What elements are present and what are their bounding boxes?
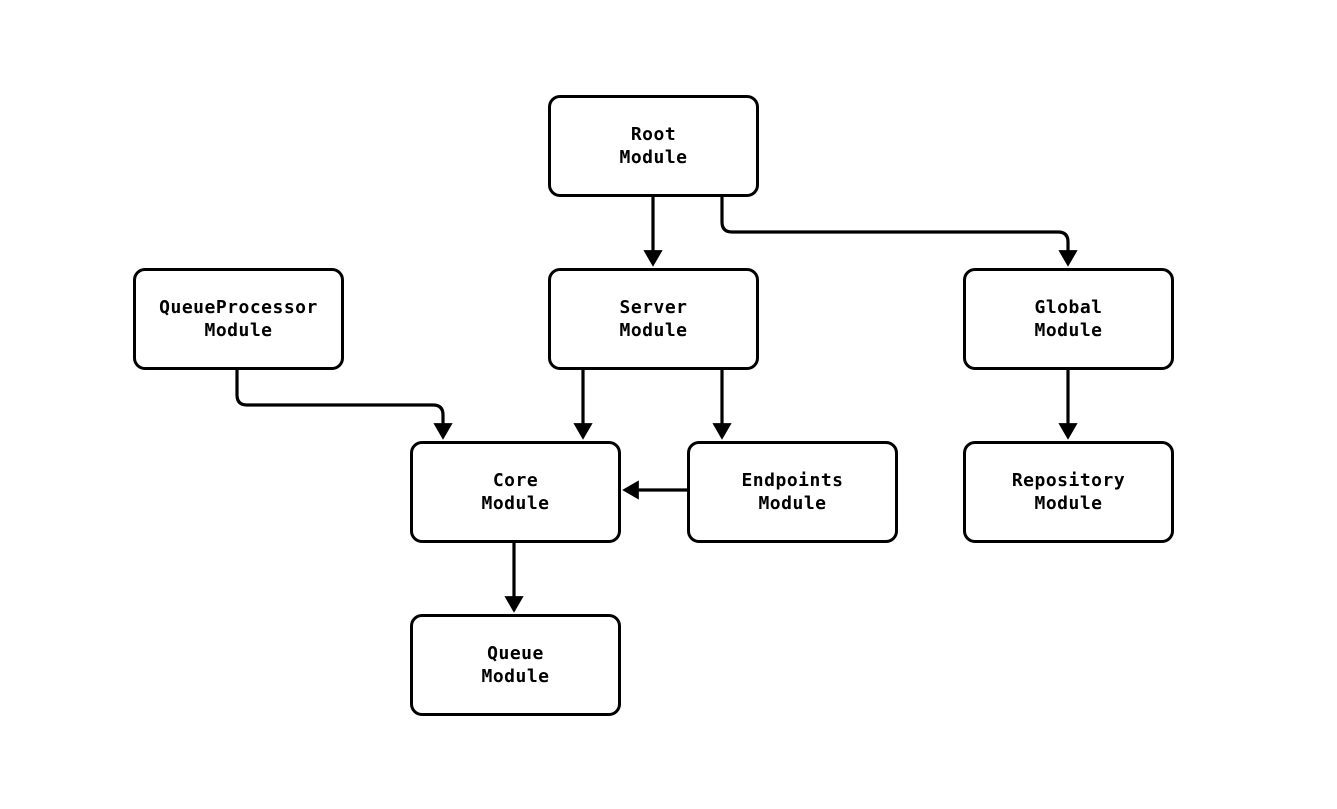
node-label-endpoints: Endpoints Module (741, 469, 844, 514)
edge-root-to-global (720, 197, 1078, 267)
node-label-repository: Repository Module (1011, 469, 1126, 514)
node-core[interactable]: Core Module (410, 441, 621, 543)
edge-queueprocessor-to-core (235, 370, 453, 440)
node-repository[interactable]: Repository Module (963, 441, 1174, 543)
node-label-queueprocessor: QueueProcessor Module (159, 296, 318, 341)
node-queue[interactable]: Queue Module (410, 614, 621, 716)
node-label-server: Server Module (619, 296, 688, 341)
node-label-root: Root Module (619, 123, 688, 168)
node-label-core: Core Module (481, 469, 550, 514)
node-endpoints[interactable]: Endpoints Module (687, 441, 898, 543)
node-label-queue: Queue Module (481, 642, 550, 687)
node-root[interactable]: Root Module (548, 95, 759, 197)
node-server[interactable]: Server Module (548, 268, 759, 370)
node-queueprocessor[interactable]: QueueProcessor Module (133, 268, 344, 370)
node-global[interactable]: Global Module (963, 268, 1174, 370)
node-label-global: Global Module (1034, 296, 1103, 341)
